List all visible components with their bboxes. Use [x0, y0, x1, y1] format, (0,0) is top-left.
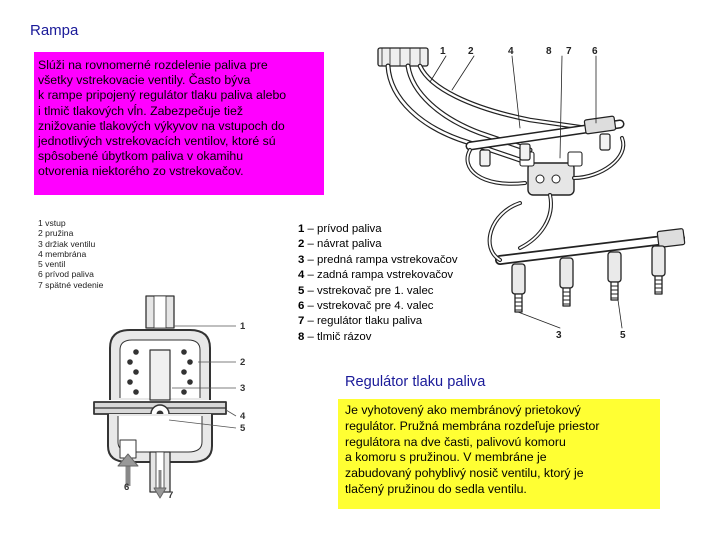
rail-legend-text: – zadná rampa vstrekovačov — [304, 269, 454, 282]
regulator-text-line: regulátora na dve časti, palivovú komoru — [345, 434, 566, 449]
regulator-label: 2 — [240, 357, 245, 368]
rampa-text-line: Slúži na rovnomerné rozdelenie paliva pr… — [38, 58, 268, 72]
regulator-text-line: Je vyhotovený ako membránový prietokový — [345, 403, 581, 417]
rail-legend-text: – vstrekovač pre 4. valec — [304, 300, 434, 313]
rampa-text-line: znižovanie tlakových výkyvov na vstupoch… — [38, 118, 285, 133]
rampa-text-line: k rampe pripojený regulátor tlaku paliva… — [38, 88, 287, 103]
regulator-label: 1 — [240, 321, 246, 332]
rail-legend-num: 2 — [298, 238, 305, 251]
regulator-legend-item: 7 spätné vedenie — [38, 279, 104, 290]
rail-legend-item: 1 – prívod paliva — [298, 222, 458, 237]
rail-legend-num: 7 — [298, 315, 305, 328]
regulator-description: Je vyhotovený ako membránový prietokový … — [338, 399, 660, 509]
rail-legend-item: 5 – vstrekovač pre 1. valec — [298, 284, 458, 299]
rail-label: 1 — [440, 46, 446, 57]
regulator-label: 3 — [240, 383, 245, 394]
regulator-label: 5 — [240, 423, 246, 434]
rampa-text-line: spôsobené úbytkom paliva v okamihu — [38, 149, 244, 164]
regulator-legend: 1 vstup 2 pružina 3 držiak ventilu 4 mem… — [38, 218, 103, 290]
rail-legend-num: 3 — [298, 253, 305, 266]
regulator-label: 6 — [124, 482, 129, 493]
rail-label: 8 — [546, 46, 552, 57]
rail-legend-num: 8 — [298, 330, 305, 343]
rail-legend-num: 1 — [298, 223, 305, 235]
rail-legend: 1 – prívod paliva 2 – návrat paliva 3 – … — [298, 222, 458, 345]
regulator-legend-item: 5 ventil — [38, 259, 66, 270]
rail-legend-text: – návrat paliva — [304, 238, 382, 251]
regulator-legend-item: 4 membrána — [38, 248, 87, 259]
rail-legend-num: 6 — [298, 300, 305, 313]
rail-label: 4 — [508, 46, 514, 57]
fuel-rail-diagram: 1 2 4 8 7 6 3 5 — [377, 46, 686, 341]
rail-legend-item: 4 – zadná rampa vstrekovačov — [298, 268, 458, 283]
page-title: Rampa — [30, 22, 79, 39]
rail-legend-num: 5 — [298, 284, 305, 297]
rail-legend-item: 7 – regulátor tlaku paliva — [298, 314, 458, 329]
rail-label: 6 — [592, 46, 598, 57]
rail-label: 2 — [468, 46, 474, 57]
regulator-legend-item: 2 pružina — [38, 228, 74, 239]
rampa-description: Slúži na rovnomerné rozdelenie paliva pr… — [34, 52, 324, 195]
rail-legend-num: 4 — [298, 269, 305, 282]
rail-label: 3 — [556, 330, 562, 341]
regulator-label: 4 — [240, 411, 246, 422]
rail-legend-item: 8 – tlmič rázov — [298, 330, 458, 345]
regulator-title: Regulátor tlaku paliva — [345, 374, 486, 390]
rail-legend-item: 3 – predná rampa vstrekovačov — [298, 253, 458, 268]
rail-label: 5 — [620, 330, 626, 341]
regulator-legend-item: 6 prívod paliva — [38, 269, 94, 280]
rail-label: 7 — [566, 46, 572, 57]
regulator-legend-item: 1 vstup — [38, 218, 66, 228]
rampa-text-line: otvorenia niektorého zo vstrekovačov. — [38, 164, 244, 179]
rail-legend-text: – prívod paliva — [304, 223, 382, 235]
rail-legend-text: – regulátor tlaku paliva — [304, 315, 423, 328]
regulator-text-line: regulátor. Pružná membrána rozdeľuje pri… — [345, 418, 600, 433]
rail-legend-item: 6 – vstrekovač pre 4. valec — [298, 299, 458, 314]
rail-legend-text: – predná rampa vstrekovačov — [304, 253, 458, 266]
rail-legend-text: – vstrekovač pre 1. valec — [304, 284, 434, 297]
regulator-text-line: a komoru s pružinou. V membráne je — [345, 450, 547, 465]
regulator-legend-item: 3 držiak ventilu — [38, 238, 96, 249]
rampa-text-line: i tlmič tlakových vĺn. Zabezpečuje tiež — [38, 103, 244, 118]
rampa-text-line: všetky vstrekovacie ventily. Často býva — [38, 73, 251, 88]
rampa-text-line: jednotlivých vstrekovacích ventilov, kto… — [38, 134, 276, 149]
rail-legend-text: – tlmič rázov — [304, 330, 372, 343]
regulator-text-line: tlačený pružinou do sedla ventilu. — [345, 481, 527, 496]
rail-legend-item: 2 – návrat paliva — [298, 237, 458, 252]
regulator-label: 7 — [168, 490, 173, 501]
regulator-text-line: zabudovaný pohyblivý nosič ventilu, ktor… — [345, 466, 584, 481]
pressure-regulator-diagram: 1 2 3 4 5 6 7 — [93, 295, 246, 501]
